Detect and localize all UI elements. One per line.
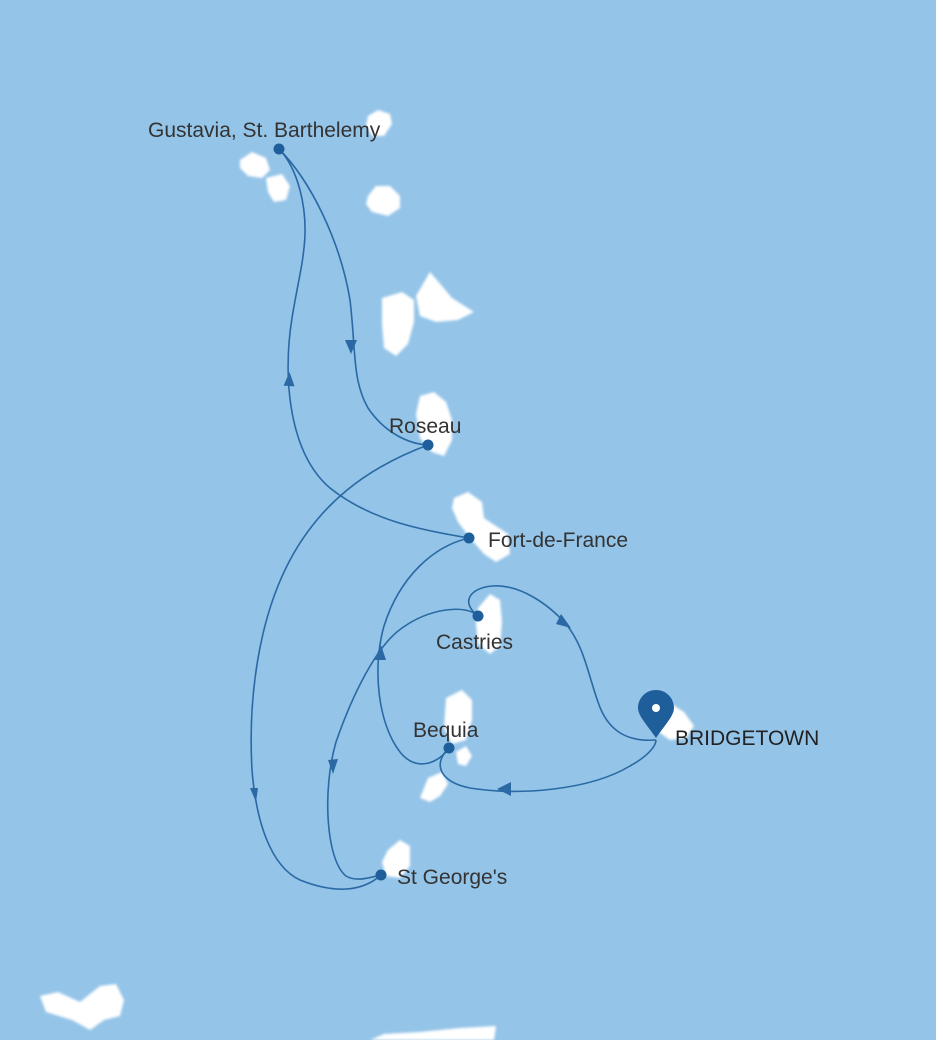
port-labels: Gustavia, St. Barthelemy Roseau Fort-de-… [148,119,819,889]
island-mustique [420,772,448,802]
route-arrow [345,340,357,354]
port-dot-bequia[interactable] [443,742,455,754]
port-dot-roseau[interactable] [422,439,434,451]
port-label-castries: Castries [436,631,513,654]
home-port-label: BRIDGETOWN [675,727,819,750]
islands [40,110,694,1040]
home-port-pin[interactable] [638,690,674,738]
route-gustavia-roseau [278,148,429,446]
island-bequia [456,746,472,766]
map-pin-icon[interactable] [638,690,674,738]
port-dot-gustavia[interactable] [273,143,285,155]
port-label-fort-de-france: Fort-de-France [488,529,628,552]
island-grenada [382,840,410,878]
coast-bottom [370,1026,496,1040]
island-st-martin [240,152,270,178]
island-st-kitts [366,186,400,216]
port-label-gustavia: Gustavia, St. Barthelemy [148,119,381,142]
island-anguilla [366,110,392,136]
route-arrow [283,372,295,387]
port-label-roseau: Roseau [389,415,461,438]
port-markers [273,143,484,881]
route-fort-de-france-bequia [377,537,470,765]
port-label-st-georges: St George's [397,866,507,889]
island-st-barthelemy [266,174,290,202]
port-dot-fort-de-france[interactable] [463,532,475,544]
route-bequia-bridgetown [439,739,657,793]
island-st-vincent [444,690,472,744]
route-st-georges-fort-de-france [250,444,429,890]
route-arrow [497,782,511,796]
port-dot-castries[interactable] [472,610,484,622]
itinerary-routes [250,148,657,890]
island-dominica [416,392,452,456]
island-bottom-left [40,984,124,1030]
route-arrow [556,614,571,628]
route-fort-de-france-gustavia [278,148,470,539]
route-arrow [250,788,258,802]
port-dot-st-georges[interactable] [375,869,387,881]
island-martinique [452,492,510,562]
port-label-bequia: Bequia [413,719,479,742]
route-castries-st-georges [326,608,479,880]
island-st-lucia [476,594,502,654]
island-guadeloupe-east [416,272,474,322]
island-guadeloupe-west [382,292,414,356]
route-arrow [328,759,338,774]
route-arrow [374,645,386,660]
